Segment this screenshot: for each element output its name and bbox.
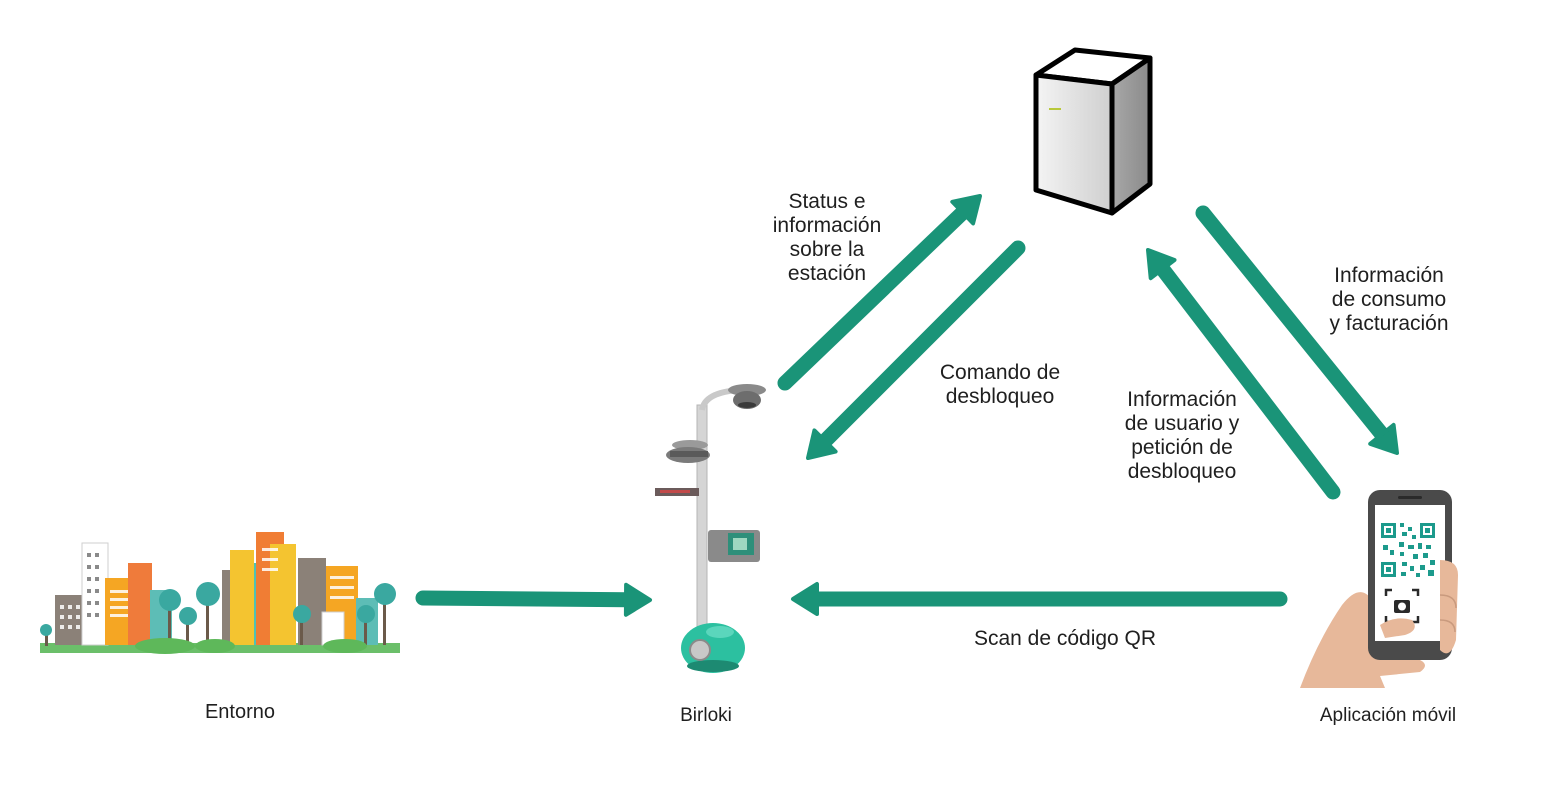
arrow-server-to-app-head	[1368, 422, 1399, 455]
edge-label-consumo-line: Información	[1334, 264, 1444, 287]
edge-label-consumo-line: y facturación	[1329, 312, 1449, 335]
birloki-station-icon	[655, 384, 766, 673]
arrow-server-to-birloki-shaft	[816, 240, 1026, 450]
edge-label-consumo-line: de consumo	[1331, 288, 1447, 311]
phone-in-hand-icon	[1300, 490, 1458, 688]
arrow-entorno-to-birloki-head	[623, 582, 652, 617]
arrow-server-to-birloki-head	[806, 428, 838, 460]
arrow-app-to-server-head	[1146, 248, 1177, 281]
arrow-server-to-app-shaft	[1195, 205, 1391, 444]
edge-label-comando-line: desbloqueo	[945, 385, 1055, 408]
edge-label-comando-line: Comando de	[939, 361, 1061, 384]
arrow-birloki-to-server-head	[950, 194, 982, 226]
arrow-entorno-to-birloki-shaft	[415, 590, 636, 608]
edge-label-status-line: información	[772, 214, 882, 237]
edge-label-status-line: Status e	[788, 190, 866, 213]
server-icon	[1033, 47, 1153, 216]
node-label-entorno: Entorno	[204, 701, 276, 723]
edge-label-usuario: Información de usuario y petición de des…	[1102, 388, 1262, 484]
arrow-app-to-server-shaft	[1153, 259, 1341, 500]
edge-label-usuario-line: petición de	[1131, 436, 1233, 459]
edge-label-usuario-line: Información	[1127, 388, 1237, 411]
edge-label-status-line: sobre la	[789, 238, 865, 261]
edge-label-status-line: estación	[787, 262, 867, 285]
city-skyline-icon	[40, 532, 400, 654]
edge-label-usuario-line: desbloqueo	[1127, 460, 1237, 483]
node-label-birloki: Birloki	[680, 705, 732, 726]
edge-label-consumo: Información de consumo y facturación	[1305, 264, 1473, 336]
arrow-birloki-to-server-shaft	[777, 203, 972, 391]
edge-label-qr: Scan de código QR	[973, 627, 1157, 650]
edge-label-comando: Comando de desbloqueo	[920, 361, 1080, 409]
arrow-app-to-birloki-head	[791, 582, 819, 616]
edge-label-usuario-line: de usuario y	[1124, 412, 1240, 435]
edge-label-status: Status e información sobre la estación	[752, 190, 902, 286]
arrows-layer	[415, 194, 1399, 617]
node-label-app: Aplicación móvil	[1319, 705, 1457, 726]
